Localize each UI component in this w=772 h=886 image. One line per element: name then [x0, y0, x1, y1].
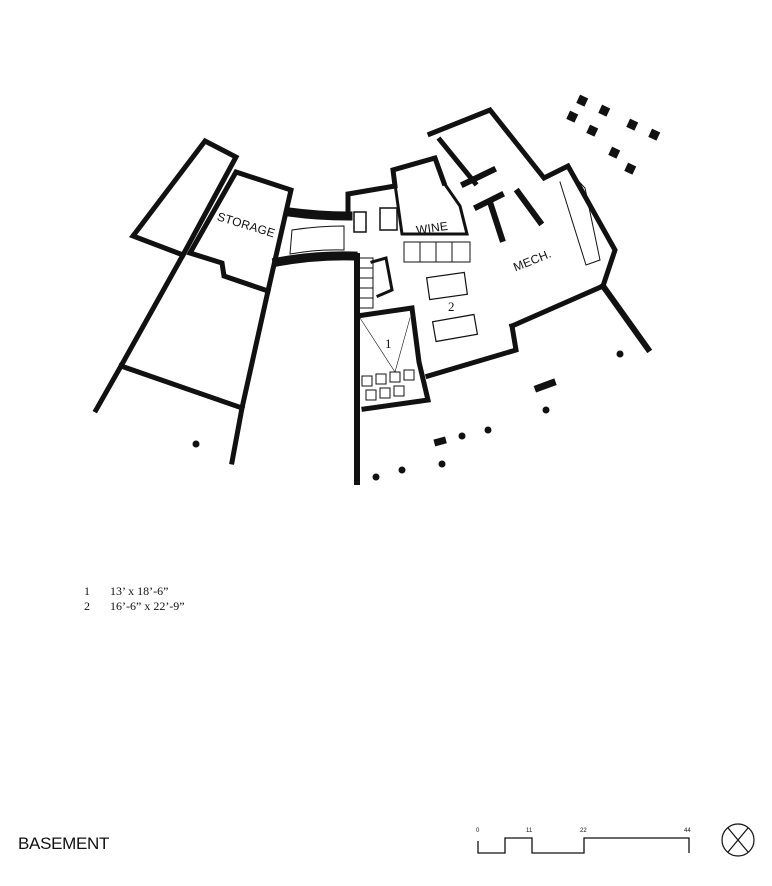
mech-column-2: [513, 187, 545, 227]
post-dot: [484, 426, 492, 434]
mech-column-1: [472, 190, 506, 243]
scale-tick-44: 44: [684, 828, 691, 834]
room1-wall: [354, 305, 432, 412]
room-2-number: 2: [448, 299, 455, 314]
table-1: [425, 271, 469, 301]
legend-number: 1: [84, 584, 90, 598]
right-long-wall: [598, 281, 653, 354]
scale-bar-line: [477, 837, 690, 854]
partition-wall: [370, 256, 394, 298]
stair-central: [357, 257, 374, 309]
post: [648, 128, 661, 141]
site-markers: [192, 94, 661, 481]
storage-label: STORAGE: [216, 209, 277, 240]
left-wing-outer-wall: [92, 251, 187, 414]
storage-room-wall: [186, 168, 294, 295]
corridor-top-wall: [283, 206, 353, 221]
mech-inner-wall: [436, 136, 479, 187]
mech-wall: [426, 106, 618, 330]
bath-fixtures: [353, 207, 398, 233]
corridor-bottom-wall: [271, 251, 358, 268]
scale-tick-11: 11: [526, 828, 533, 834]
scale-bar: 0 11 22 44: [476, 828, 691, 854]
corridor-inner-line: [289, 225, 345, 255]
post-bar: [433, 436, 447, 447]
post-dot: [192, 440, 200, 448]
post-dot: [398, 466, 406, 474]
scale-tick-22: 22: [580, 828, 587, 834]
post-dot: [542, 406, 550, 414]
legend-number: 2: [84, 599, 90, 613]
post-dot: [616, 350, 624, 358]
wine-racks: [403, 241, 471, 263]
post-dot: [372, 473, 380, 481]
legend-dimensions: 13’ x 18’-6”: [110, 584, 169, 598]
post: [598, 104, 611, 117]
legend-dimensions: 16’-6” x 22’-9”: [110, 599, 185, 613]
room2-south-wall: [424, 323, 519, 380]
post: [608, 146, 621, 159]
left-wing-cross-wall: [117, 362, 246, 412]
legend-row-1: 1 13’ x 18’-6”: [84, 584, 185, 599]
wine-wall: [391, 168, 469, 236]
post-dot: [438, 460, 446, 468]
wine-label: WINE: [415, 219, 449, 237]
post: [586, 124, 599, 137]
room-1-number: 1: [385, 336, 392, 351]
post-dot: [458, 432, 466, 440]
mech-divider: [459, 165, 498, 189]
room-legend: 1 13’ x 18’-6” 2 16’-6” x 22’-9”: [84, 584, 185, 614]
left-wing-inner-wall: [229, 288, 271, 465]
plan-title: BASEMENT: [18, 834, 110, 853]
stair-right: [559, 169, 601, 266]
screen-lines: [359, 317, 411, 373]
seating-room1: [361, 369, 415, 401]
post: [624, 162, 637, 175]
legend-row-2: 2 16’-6” x 22’-9”: [84, 599, 185, 614]
post: [566, 110, 579, 123]
post: [626, 118, 639, 131]
north-arrow-icon: [721, 823, 755, 857]
table-2: [431, 313, 479, 343]
scale-tick-0: 0: [476, 828, 480, 834]
post: [576, 94, 589, 107]
mech-label: MECH.: [511, 246, 553, 274]
post-bar: [533, 378, 557, 393]
